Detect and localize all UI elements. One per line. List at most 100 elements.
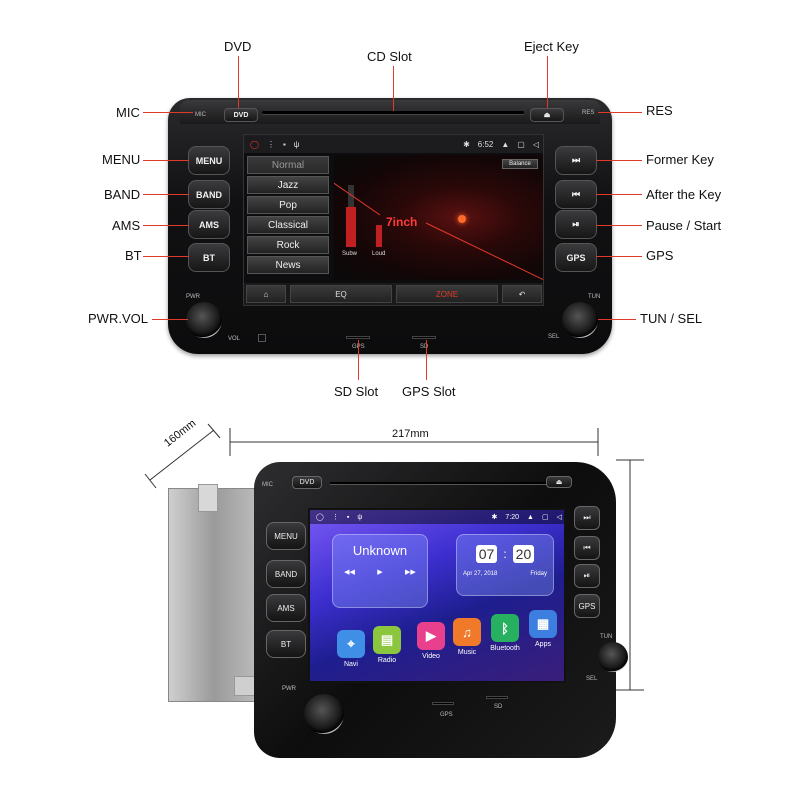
dvd-button[interactable]: DVD [224, 108, 258, 122]
return-button[interactable]: ↶ [502, 285, 542, 303]
callout-tun-sel: TUN / SEL [640, 311, 703, 326]
power-volume-knob[interactable] [186, 302, 222, 338]
tun-label: TUN [588, 294, 601, 300]
previous-track-button[interactable]: ⏮ [555, 180, 597, 209]
gps-card-slot-2[interactable] [432, 702, 454, 705]
eject-status-icon-2: ▲ [527, 513, 534, 521]
leader-mic [143, 112, 193, 113]
reset-pinhole[interactable] [258, 334, 266, 342]
app-apps[interactable]: ▦ Apps [528, 610, 558, 648]
app-bluetooth[interactable]: ᛒ Bluetooth [490, 614, 520, 652]
leader-gps-slot [426, 340, 427, 380]
zone-tab[interactable]: ZONE [396, 285, 498, 303]
leader-res [598, 112, 642, 113]
ams-button[interactable]: AMS [188, 210, 230, 239]
eject-status-icon: ▲ [501, 139, 510, 149]
mic-label-2: MIC [262, 482, 273, 488]
leader-ams [143, 225, 189, 226]
eject-button[interactable]: ⏏ [530, 108, 564, 122]
date-text: Apr 27, 2018 [463, 571, 498, 577]
eq-preset-classical[interactable]: Classical [247, 216, 329, 234]
callout-former-key: Former Key [646, 152, 714, 167]
tune-select-knob-2[interactable] [598, 642, 628, 672]
leader-eject-key [547, 56, 548, 108]
bt-button[interactable]: BT [188, 243, 230, 272]
play-icon[interactable]: ▶ [377, 569, 383, 576]
next-icon[interactable]: ▶▶ [405, 569, 416, 576]
app-label: Video [422, 653, 440, 660]
sd-card-slot[interactable] [412, 336, 436, 339]
res-label: RES [582, 110, 595, 116]
gps-card-slot[interactable] [346, 336, 370, 339]
return-arrow-icon: ↶ [518, 289, 526, 299]
cd-slot[interactable] [262, 111, 524, 114]
app-navi[interactable]: ⌖ Navi [336, 630, 366, 668]
metal-chassis [168, 488, 260, 702]
home-button[interactable]: ⌂ [246, 285, 286, 303]
recents-icon-2[interactable]: ▢ [541, 514, 549, 521]
sd-card-slot-2[interactable] [486, 696, 508, 699]
back-icon[interactable]: ◁ [532, 139, 539, 149]
menu-dots-icon-2: ⋮ [331, 514, 339, 521]
clock-separator: : [503, 547, 507, 561]
status-bar: ◯ ⋮ ▪ ψ ✱ 6:52 ▲ ▢ ◁ [244, 135, 543, 153]
sound-focus-point[interactable] [458, 215, 466, 223]
sel-label: SEL [548, 334, 560, 340]
loudness-slider-fill[interactable] [376, 225, 382, 247]
app-label: Navi [343, 661, 358, 668]
eq-preset-rock[interactable]: Rock [247, 236, 329, 254]
callout-ams: AMS [112, 218, 141, 233]
callout-res: RES [646, 103, 673, 118]
leader-pause-start [596, 225, 642, 226]
tune-select-knob[interactable] [562, 302, 598, 338]
recents-icon[interactable]: ▢ [517, 139, 525, 149]
prev-icon[interactable]: ◀◀ [344, 569, 355, 576]
leader-dvd [238, 56, 239, 108]
leader-gps [596, 256, 642, 257]
app-video[interactable]: ▶ Video [416, 622, 446, 660]
next-track-button[interactable]: ⏭ [555, 146, 597, 175]
tun-label-2: TUN [600, 634, 613, 640]
callout-sd-slot: SD Slot [334, 384, 379, 399]
gps-button-2[interactable]: GPS [574, 594, 600, 618]
skip-previous-icon-2: ⏮ [583, 543, 591, 552]
cd-slot-angled[interactable] [330, 482, 558, 485]
eq-preset-pop[interactable]: Pop [247, 196, 329, 214]
bt-button-2[interactable]: BT [266, 630, 306, 658]
eq-preset-normal[interactable]: Normal [247, 156, 329, 174]
eject-button-2[interactable]: ⏏ [546, 476, 572, 488]
eq-tab[interactable]: EQ [290, 285, 392, 303]
app-label: Bluetooth [490, 645, 520, 652]
clock-hours: 07 [475, 545, 498, 563]
dvd-button-2[interactable]: DVD [292, 476, 322, 489]
menu-dots-icon: ⋮ [266, 139, 275, 149]
app-radio[interactable]: ▤ Radio [372, 626, 402, 664]
play-pause-button[interactable]: ⏯ [555, 210, 597, 239]
gps-button[interactable]: GPS [555, 243, 597, 272]
eq-preset-news[interactable]: News [247, 256, 329, 274]
music-widget[interactable]: Unknown ◀◀ ▶ ▶▶ [332, 534, 428, 608]
app-label: Radio [377, 657, 397, 664]
back-icon-2[interactable]: ◁ [556, 514, 562, 521]
subwoofer-label: Subw [342, 251, 358, 257]
app-label: Music [457, 649, 477, 656]
menu-button[interactable]: MENU [188, 146, 230, 175]
band-button[interactable]: BAND [188, 180, 230, 209]
sound-field-view[interactable]: Subw Loud Balance 7inch [334, 155, 543, 280]
menu-button-2[interactable]: MENU [266, 522, 306, 550]
band-button-2[interactable]: BAND [266, 560, 306, 588]
ams-button-2[interactable]: AMS [266, 594, 306, 622]
next-track-button-2[interactable]: ⏭ [574, 506, 600, 530]
skip-next-icon: ⏭ [571, 155, 581, 165]
callout-dvd: DVD [224, 39, 252, 54]
leader-cd-slot [393, 66, 394, 111]
play-pause-button-2[interactable]: ⏯ [574, 564, 600, 588]
eq-preset-jazz[interactable]: Jazz [247, 176, 329, 194]
media-icon-2: ▪ [346, 513, 350, 521]
app-music[interactable]: ♫ Music [452, 618, 482, 656]
leader-menu [143, 160, 189, 161]
balance-button[interactable]: Balance [502, 159, 538, 169]
previous-track-button-2[interactable]: ⏮ [574, 536, 600, 560]
power-volume-knob-2[interactable] [304, 694, 344, 734]
